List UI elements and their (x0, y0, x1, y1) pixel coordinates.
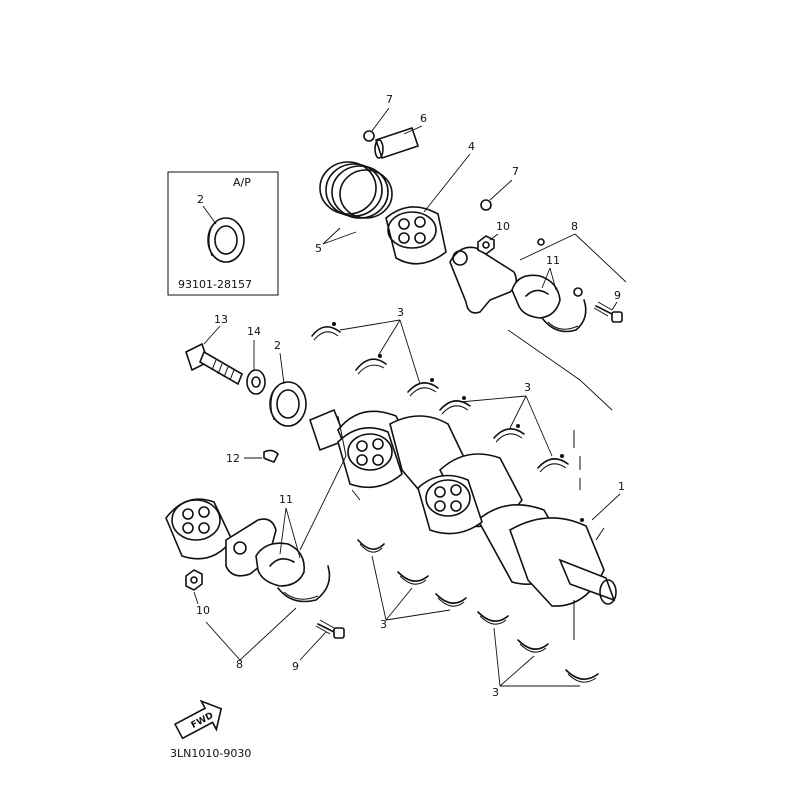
callout-13: 13 (214, 313, 228, 326)
callout-6: 6 (420, 112, 427, 125)
callout-2-inset: 2 (197, 193, 204, 206)
bearing-shell-icon (477, 611, 509, 625)
washer-icon (246, 369, 266, 395)
bearing-shell-icon (439, 396, 471, 415)
callout-7-top: 7 (386, 93, 393, 106)
callout-7-mid: 7 (512, 165, 519, 178)
bearing-shell-icon (397, 571, 429, 585)
callout-8-top: 8 (571, 220, 578, 233)
connecting-rod-top-icon (449, 246, 518, 314)
inset-box: A/P 2 93101-28157 (167, 171, 279, 296)
callout-10-bottom: 10 (196, 604, 210, 617)
callout-8-bottom: 8 (236, 658, 243, 671)
piston-lower-left-icon (165, 498, 233, 560)
woodruff-key-icon (263, 449, 279, 463)
bearing-shell-icon (357, 539, 385, 553)
bearing-shell-icon (517, 639, 549, 653)
bearing-shell-icon (407, 378, 439, 397)
crank-bolt-icon (185, 342, 243, 386)
bearing-shell-icon (311, 322, 341, 341)
inset-part-number: 93101-28157 (178, 278, 252, 291)
callout-14: 14 (247, 325, 261, 338)
piston-rings-icon (319, 161, 393, 219)
callout-5: 5 (315, 242, 322, 255)
bolt-lower-icon (315, 619, 345, 639)
main-bearings-upper-row (311, 322, 569, 473)
leader-rod-to-crank (507, 329, 613, 411)
callout-3-bottom: 3 (492, 686, 499, 699)
callout-1: 1 (618, 480, 625, 493)
callout-12: 12 (226, 452, 240, 465)
piston-top-icon (385, 206, 447, 265)
piston-pin-icon (374, 126, 420, 160)
callout-2: 2 (274, 339, 281, 352)
inset-title: A/P (233, 176, 251, 189)
main-bearings-lower-row (357, 539, 599, 683)
bearing-shell-icon (493, 424, 525, 443)
bearing-shell-icon (435, 593, 467, 607)
small-nut-top-icon (537, 238, 545, 246)
bearing-shell-icon (565, 669, 599, 683)
piston-crank-right-icon (417, 474, 483, 535)
circlip-mid-icon (480, 199, 492, 211)
callout-9-bottom: 9 (292, 660, 299, 673)
bolt-top-icon (593, 301, 623, 323)
oil-seal-icon (269, 381, 307, 427)
callout-9-top: 9 (614, 289, 621, 302)
callout-11-bottom: 11 (279, 493, 293, 506)
inset-frame (167, 171, 279, 296)
callout-3-mid: 3 (524, 381, 531, 394)
callout-10-top: 10 (496, 220, 510, 233)
circlip-top-icon (363, 130, 375, 142)
fwd-arrow-icon: FWD (173, 699, 223, 740)
bearing-shell-icon (537, 454, 569, 473)
nut-top-icon (477, 235, 495, 255)
bearing-shell-icon (355, 354, 387, 375)
nut-lower-icon (185, 569, 203, 591)
oil-seal-inset-icon (207, 217, 245, 263)
diagram-code: 3LN1010-9030 (170, 747, 251, 760)
bearing-shells-top-icon (511, 274, 587, 333)
callout-3-lower: 3 (380, 618, 387, 631)
callout-4: 4 (468, 140, 475, 153)
callout-3-top: 3 (397, 306, 404, 319)
callout-11-top: 11 (546, 254, 560, 267)
piston-crank-left-icon (337, 426, 403, 489)
bearing-shells-lower-icon (255, 542, 331, 603)
